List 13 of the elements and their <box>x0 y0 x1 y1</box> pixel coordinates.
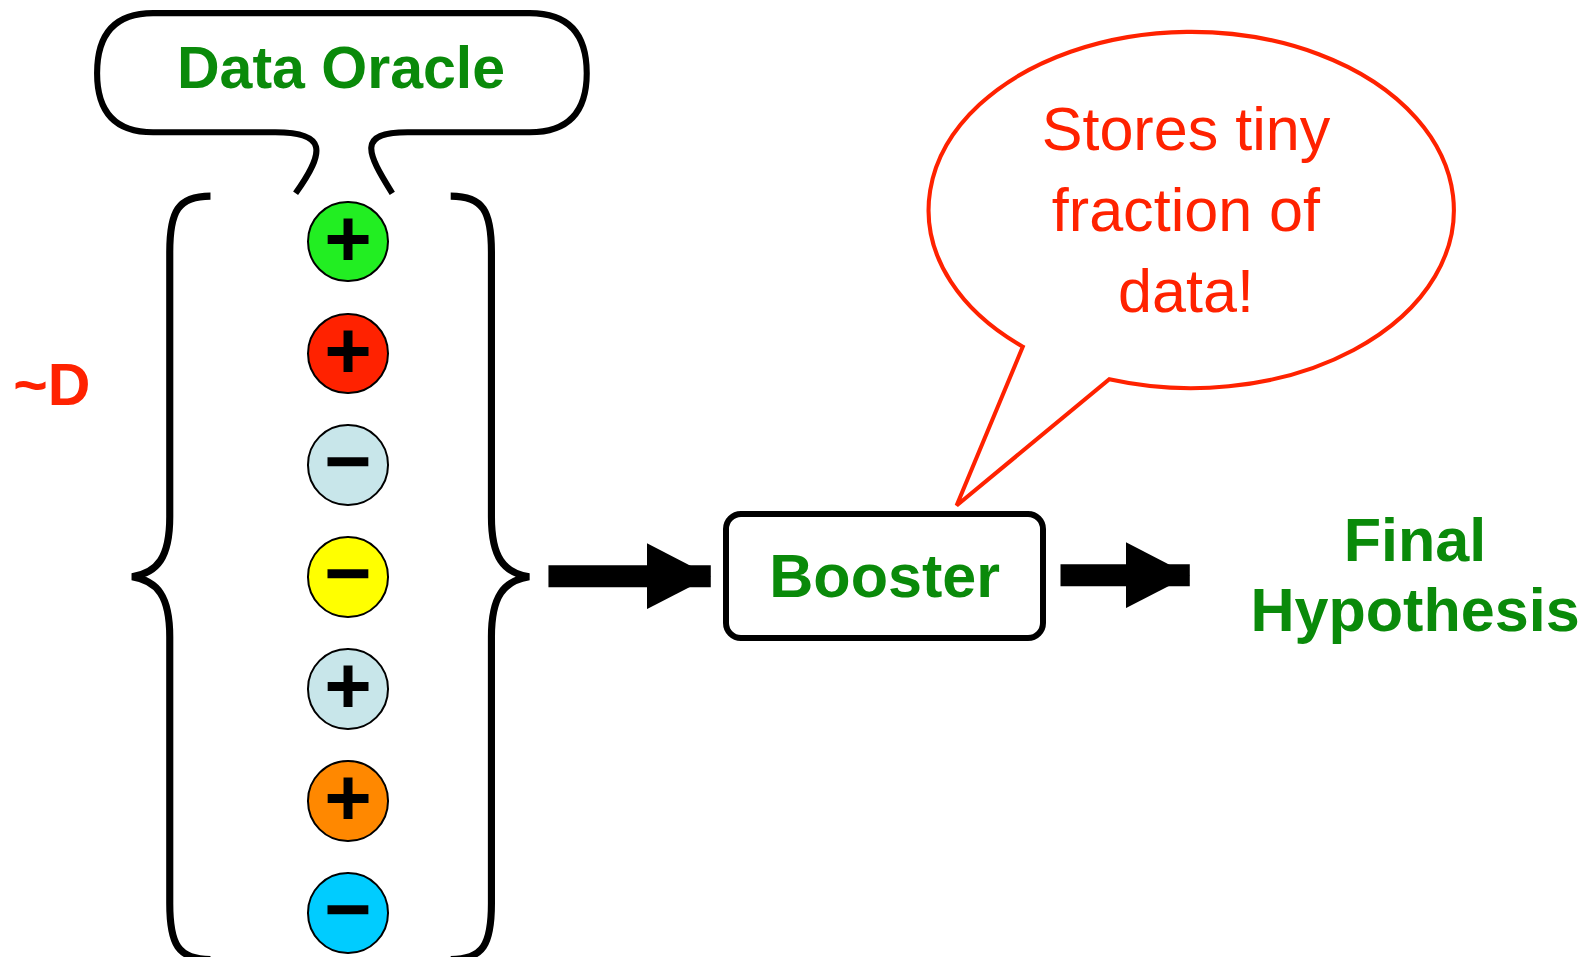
sign-circle: + <box>307 200 389 282</box>
sign-circle: + <box>307 312 389 394</box>
distribution-label: ~D <box>13 356 91 416</box>
thought-bubble: Data Oracle <box>91 8 591 197</box>
sign-circle: + <box>307 760 389 842</box>
sign-circle: − <box>307 872 389 954</box>
arrow <box>548 543 711 610</box>
arrow <box>1060 542 1190 609</box>
sign-circle: + <box>307 648 389 730</box>
sign-circle: − <box>307 536 389 618</box>
process-box: Booster <box>722 511 1047 642</box>
output-label: Final Hypothesis <box>1231 503 1596 647</box>
sign-circle: − <box>307 424 389 506</box>
